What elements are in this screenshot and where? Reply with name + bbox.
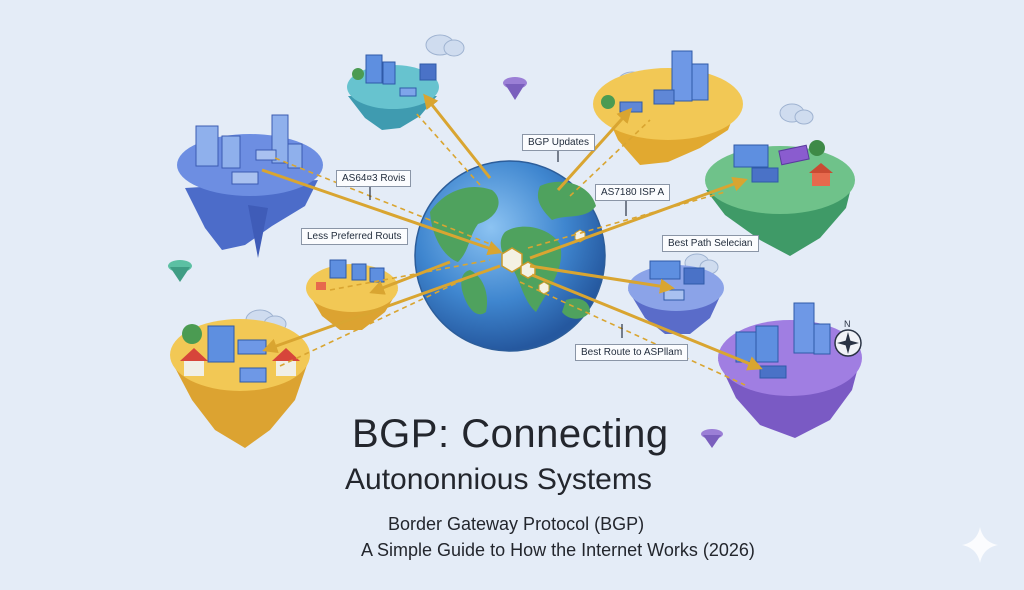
- page-title-line2: Autononnious Systems: [345, 463, 652, 496]
- sparkle-icon: [962, 527, 998, 563]
- label-as-isp: AS7180 ISP A: [595, 184, 671, 201]
- island-blue-datacenter: [177, 114, 323, 258]
- route-arrow: [423, 93, 492, 179]
- cloud-icon: [425, 34, 465, 57]
- island-teal-datacenter: [347, 54, 439, 130]
- route-arrow: [529, 177, 748, 260]
- floating-rock-teal: [168, 260, 192, 282]
- route-arrow: [531, 273, 763, 371]
- dashed-route: [527, 191, 726, 249]
- label-best-path-selection: Best Path Selecian: [662, 235, 759, 252]
- dashed-route: [329, 259, 491, 291]
- page-subtitle: Border Gateway Protocol (BGP): [388, 514, 645, 534]
- label-best-route: Best Route to ASPllam: [575, 344, 689, 361]
- island-blue-small: [628, 260, 724, 334]
- page-title: BGP: Connecting: [352, 412, 669, 456]
- dashed-route: [414, 111, 481, 186]
- router-node-icon: [538, 281, 550, 295]
- label-as-routes: AS64¤3 Rovis: [336, 170, 412, 187]
- island-yellow-small: [306, 259, 398, 330]
- dashed-route: [274, 157, 491, 245]
- route-arrows: [261, 93, 763, 371]
- route-arrow: [529, 264, 675, 294]
- dashed-route: [569, 119, 651, 197]
- dashed-routes: [274, 111, 746, 386]
- page-subtitle-line2: A Simple Guide to How the Internet Works…: [361, 540, 755, 560]
- compass-icon: N: [834, 319, 862, 357]
- island-purple-datacenter: [718, 302, 862, 438]
- dashed-route: [279, 271, 481, 367]
- island-yellow-datacenter: [593, 50, 743, 165]
- floating-rock-purple: [503, 77, 527, 100]
- route-arrow: [369, 260, 451, 295]
- island-yellow-town: [170, 319, 310, 448]
- route-arrow: [261, 168, 503, 256]
- label-bgp-updates: BGP Updates: [522, 134, 595, 151]
- router-node-icon: [501, 247, 523, 273]
- compass-north-label: N: [844, 319, 851, 329]
- island-green-network: [705, 140, 855, 256]
- floating-rock-purple-small: [701, 429, 723, 448]
- cloud-icon: [779, 103, 814, 125]
- label-less-preferred-routes: Less Preferred Routs: [301, 228, 408, 245]
- route-arrow: [262, 264, 501, 354]
